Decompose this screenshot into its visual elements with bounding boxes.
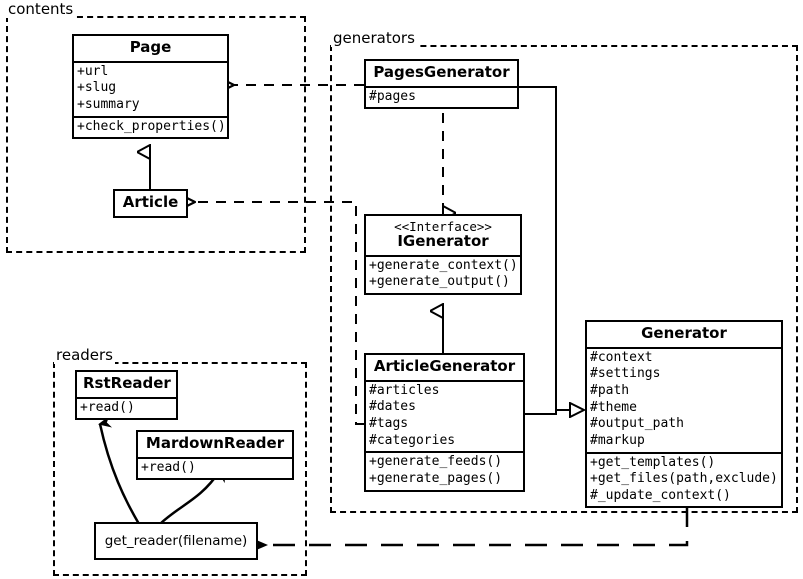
method: +read() xyxy=(141,459,196,475)
method: +generate_context() xyxy=(369,257,518,273)
method: +read() xyxy=(80,399,135,415)
class-generator-title: Generator xyxy=(641,324,727,342)
attribute: +url xyxy=(77,63,109,79)
class-igenerator-title: <<Interface>> IGenerator xyxy=(366,216,520,255)
class-articlegenerator-title: ArticleGenerator xyxy=(373,357,516,375)
method: +generate_feeds() xyxy=(369,454,503,470)
class-rstreader-methods: +read() xyxy=(77,396,176,419)
class-igenerator[interactable]: <<Interface>> IGenerator +generate_conte… xyxy=(364,214,522,295)
method: +generate_pages() xyxy=(369,470,503,486)
attribute: #dates xyxy=(369,399,416,415)
class-mardownreader-title: MardownReader xyxy=(145,434,285,452)
class-generator[interactable]: Generator #context #settings #path #them… xyxy=(585,320,783,509)
attribute: #path xyxy=(590,383,630,398)
class-articlegenerator-attributes: #articles #dates #tags #categories xyxy=(366,379,523,452)
attribute: #pages xyxy=(369,88,416,104)
package-readers-label: readers xyxy=(54,346,115,364)
package-generators xyxy=(330,45,798,513)
attribute: +summary xyxy=(77,97,140,112)
class-page-attributes: +url +slug +summary xyxy=(74,60,227,116)
package-contents-label: contents xyxy=(6,0,76,18)
method: +generate_output() xyxy=(369,274,510,290)
attribute: #settings xyxy=(590,366,661,382)
class-mardownreader-methods: +read() xyxy=(138,456,292,479)
class-article-title: Article xyxy=(122,193,179,211)
class-pagesgenerator-title: PagesGenerator xyxy=(373,63,510,81)
class-page-title: Page xyxy=(129,38,172,56)
method: #_update_context() xyxy=(590,487,731,503)
attribute: #markup xyxy=(590,432,645,448)
attribute: #context xyxy=(590,349,653,365)
package-readers xyxy=(53,362,307,576)
attribute: #tags xyxy=(369,416,409,431)
class-generator-attributes: #context #settings #path #theme #output_… xyxy=(587,346,781,452)
method: +check_properties() xyxy=(77,118,226,134)
attribute: #categories xyxy=(369,432,456,448)
class-generator-methods: +get_templates() +get_files(path,exclude… xyxy=(587,451,781,507)
function-get-reader[interactable]: get_reader(filename) xyxy=(94,522,258,560)
class-igenerator-methods: +generate_context() +generate_output() xyxy=(366,254,520,293)
attribute: #theme xyxy=(590,399,637,415)
class-page[interactable]: Page +url +slug +summary +check_properti… xyxy=(72,34,229,140)
class-page-methods: +check_properties() xyxy=(74,115,227,138)
attribute: #articles xyxy=(369,382,440,398)
class-pagesgenerator-attributes: #pages xyxy=(366,85,517,108)
class-article[interactable]: Article xyxy=(113,189,188,218)
class-rstreader-title: RstReader xyxy=(83,374,171,392)
method: +get_files(path,exclude) xyxy=(590,471,778,487)
package-generators-label: generators xyxy=(331,29,417,47)
class-articlegenerator[interactable]: ArticleGenerator #articles #dates #tags … xyxy=(364,353,525,492)
class-igenerator-name: IGenerator xyxy=(397,231,489,250)
package-contents xyxy=(6,16,306,253)
class-igenerator-stereotype: <<Interface>> xyxy=(394,219,492,234)
class-articlegenerator-methods: +generate_feeds() +generate_pages() xyxy=(366,451,523,489)
class-pagesgenerator[interactable]: PagesGenerator #pages xyxy=(364,59,519,110)
method: +get_templates() xyxy=(590,454,716,470)
class-rstreader[interactable]: RstReader +read() xyxy=(75,370,178,421)
class-mardownreader[interactable]: MardownReader +read() xyxy=(136,430,294,481)
attribute: +slug xyxy=(77,80,117,96)
attribute: #output_path xyxy=(590,416,684,432)
